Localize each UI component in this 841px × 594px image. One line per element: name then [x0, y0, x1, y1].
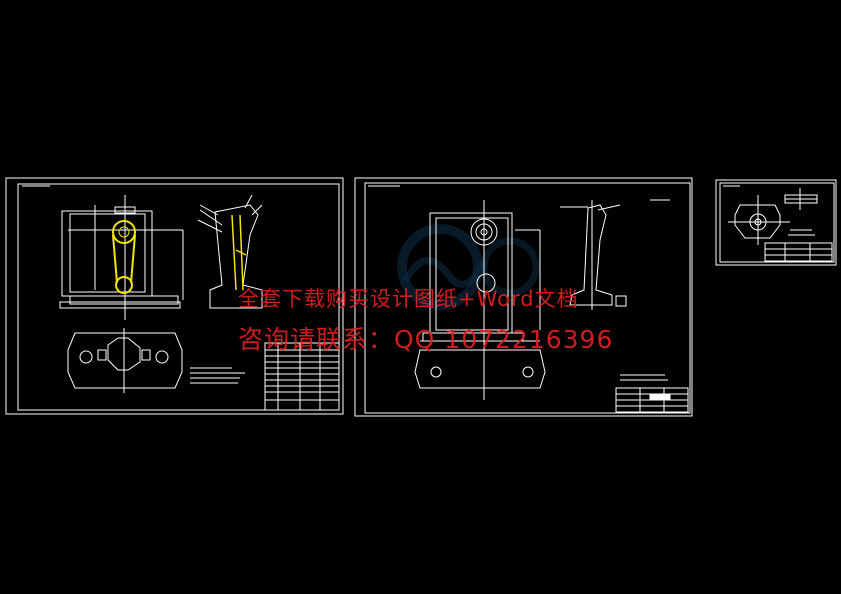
watermark-line-1: 全套下载购买设计图纸+Word文档: [238, 287, 579, 311]
watermark-line-2: 咨询请联系：QQ 1072216396: [238, 325, 614, 354]
drawing-sheet-1[interactable]: [5, 177, 344, 415]
drawing-sheet-3[interactable]: [715, 179, 837, 266]
drawing-sheet-2[interactable]: [354, 177, 693, 417]
